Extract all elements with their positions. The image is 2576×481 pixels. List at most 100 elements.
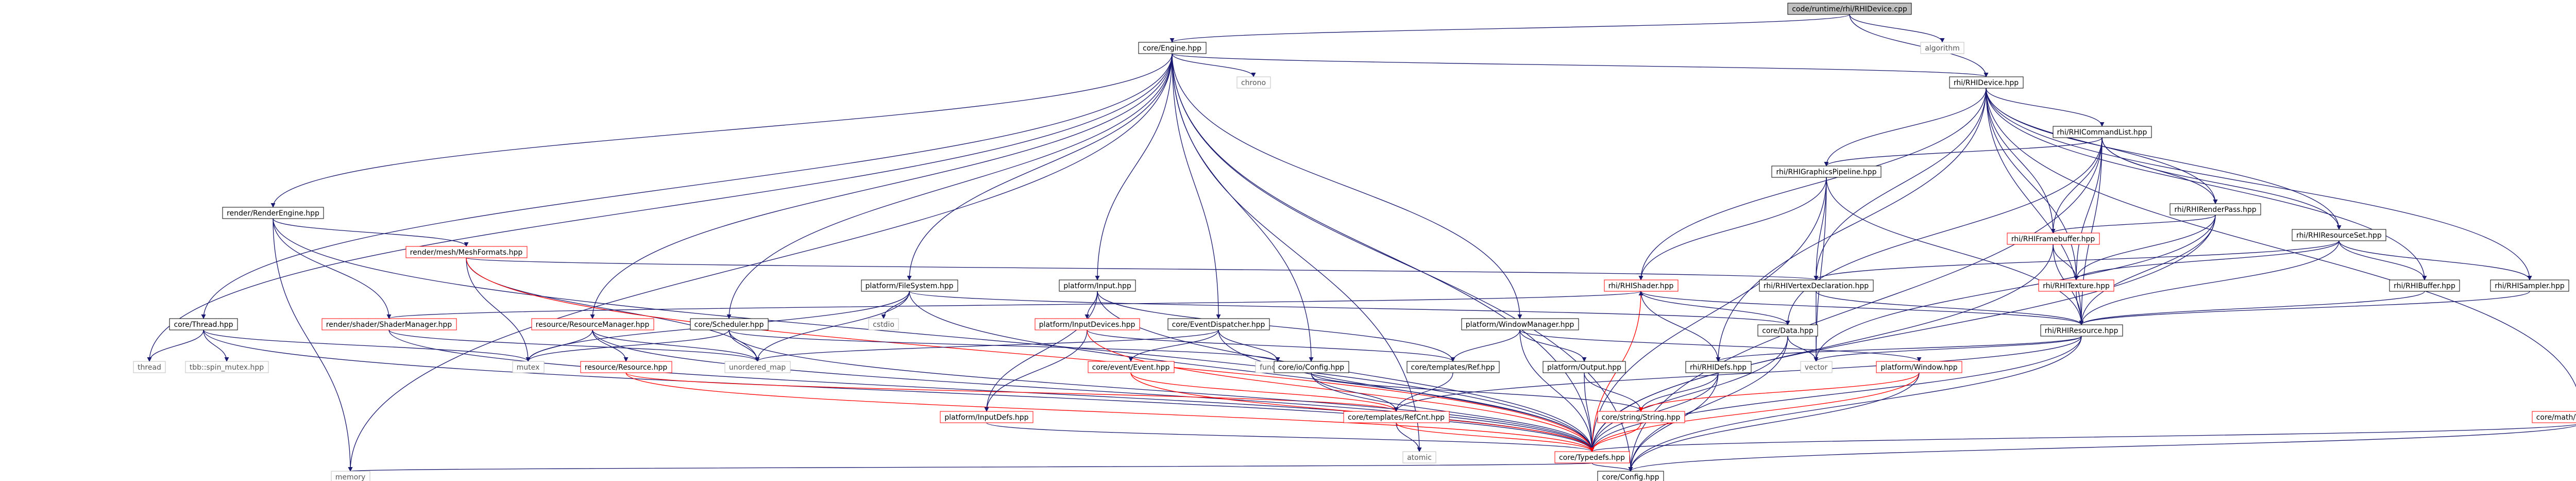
node-label: render/shader/ShaderManager.hpp bbox=[326, 321, 452, 329]
node-label: rhi/RHISampler.hpp bbox=[2495, 282, 2565, 290]
edge-windowmanager-to-window bbox=[1519, 329, 1922, 362]
edge-meshformats-to-vertexdecl bbox=[466, 257, 1818, 280]
node-scheduler[interactable]: core/Scheduler.hpp bbox=[690, 318, 769, 330]
node-label: resource/ResourceManager.hpp bbox=[536, 321, 650, 329]
edge-engine-hpp-to-chrono bbox=[1172, 53, 1256, 77]
node-typedefs[interactable]: core/Typedefs.hpp bbox=[1554, 451, 1630, 463]
edge-resourceset-to-rhisampler bbox=[2338, 240, 2532, 280]
node-refcnt[interactable]: core/templates/RefCnt.hpp bbox=[1343, 411, 1450, 423]
node-label: vector bbox=[1805, 363, 1828, 372]
node-cmdlist[interactable]: rhi/RHICommandList.hpp bbox=[2053, 126, 2152, 138]
node-box bbox=[2040, 324, 2123, 337]
node-rhidefs[interactable]: rhi/RHIDefs.hpp bbox=[1685, 361, 1752, 373]
node-label: core/EventDispatcher.hpp bbox=[1172, 321, 1265, 329]
node-renderengine[interactable]: render/RenderEngine.hpp bbox=[222, 207, 324, 219]
node-box bbox=[169, 318, 238, 330]
edge-renderpass-to-rhitexture bbox=[2074, 214, 2216, 280]
node-inputdefs[interactable]: platform/InputDefs.hpp bbox=[940, 411, 1033, 423]
node-box bbox=[1035, 318, 1140, 330]
node-box bbox=[724, 361, 791, 373]
node-input-hpp[interactable]: platform/Input.hpp bbox=[1059, 279, 1136, 292]
node-box bbox=[1461, 318, 1579, 330]
node-box bbox=[1685, 361, 1752, 373]
edge-rhishader-to-data bbox=[1640, 291, 1790, 325]
edge-resmanager-to-unordered-map bbox=[592, 329, 760, 362]
node-resource[interactable]: resource/Resource.hpp bbox=[580, 361, 672, 373]
node-label: cstdio bbox=[873, 321, 894, 329]
node-vertexdecl[interactable]: rhi/RHIVertexDeclaration.hpp bbox=[1759, 279, 1874, 292]
edge-ioconfig-to-refcnt bbox=[1311, 372, 1399, 412]
node-box bbox=[1543, 361, 1626, 373]
edge-rhidevice-hpp-to-rhishader bbox=[1638, 88, 1987, 280]
edge-scheduler-to-functional bbox=[728, 329, 1280, 362]
edge-thread-hpp-to-typedefs bbox=[203, 329, 1595, 452]
edge-cmdlist-to-framebuffer bbox=[2050, 137, 2103, 234]
node-box bbox=[690, 318, 769, 330]
node-box bbox=[1949, 76, 2024, 89]
edge-thread-hpp-to-mutex bbox=[203, 329, 531, 362]
edge-cmdlist-to-config-hpp bbox=[1628, 137, 2103, 472]
node-box bbox=[1343, 411, 1450, 423]
node-shadermanager[interactable]: render/shader/ShaderManager.hpp bbox=[321, 318, 457, 330]
node-rhisampler[interactable]: rhi/RHISampler.hpp bbox=[2490, 279, 2569, 292]
node-output[interactable]: platform/Output.hpp bbox=[1543, 361, 1626, 373]
node-thread-hpp[interactable]: core/Thread.hpp bbox=[169, 318, 238, 330]
node-string[interactable]: core/string/String.hpp bbox=[1597, 411, 1685, 423]
node-label: rhi/RHIGraphicsPipeline.hpp bbox=[1776, 168, 1876, 176]
node-rhidevice-hpp[interactable]: rhi/RHIDevice.hpp bbox=[1949, 76, 2024, 89]
node-ioconfig[interactable]: core/io/Config.hpp bbox=[1274, 361, 1349, 373]
node-engine-hpp[interactable]: core/Engine.hpp bbox=[1138, 42, 1207, 54]
node-box bbox=[2490, 279, 2569, 292]
node-windowmanager[interactable]: platform/WindowManager.hpp bbox=[1461, 318, 1579, 330]
node-box bbox=[1597, 411, 1685, 423]
node-cstdio: cstdio bbox=[868, 318, 899, 330]
node-box bbox=[1059, 279, 1136, 292]
node-label: core/Data.hpp bbox=[1762, 327, 1814, 335]
edge-engine-hpp-to-scheduler bbox=[726, 53, 1173, 319]
edge-inputdevices-to-typedefs bbox=[1087, 329, 1595, 452]
node-ref[interactable]: core/templates/Ref.hpp bbox=[1406, 361, 1500, 373]
edge-rhiresource-to-rhidefs bbox=[1716, 336, 2082, 362]
node-event[interactable]: core/event/Event.hpp bbox=[1088, 361, 1175, 373]
node-eventdispatcher[interactable]: core/EventDispatcher.hpp bbox=[1167, 318, 1270, 330]
edge-engine-hpp-to-resmanager bbox=[590, 53, 1173, 319]
node-rhiresource[interactable]: rhi/RHIResource.hpp bbox=[2040, 324, 2123, 337]
node-framebuffer[interactable]: rhi/RHIFramebuffer.hpp bbox=[2007, 233, 2100, 245]
node-label: rhi/RHIShader.hpp bbox=[1608, 282, 1674, 290]
node-atomic: atomic bbox=[1402, 451, 1436, 463]
node-box bbox=[940, 411, 1033, 423]
node-label: platform/Window.hpp bbox=[1880, 363, 1957, 372]
node-rhibuffer[interactable]: rhi/RHIBuffer.hpp bbox=[2389, 279, 2460, 292]
edge-rhidefs-to-string bbox=[1638, 372, 1719, 412]
edge-rhitexture-to-rhiresource bbox=[2076, 291, 2084, 325]
node-label: platform/WindowManager.hpp bbox=[1466, 321, 1574, 329]
edge-renderengine-to-meshformats bbox=[273, 218, 469, 247]
edge-thread-hpp-to-thread bbox=[147, 329, 204, 362]
node-renderpass[interactable]: rhi/RHIRenderPass.hpp bbox=[2170, 203, 2261, 215]
edge-vertexdecl-to-rhiresource bbox=[1816, 291, 2084, 325]
node-label: atomic bbox=[1407, 454, 1432, 462]
node-box bbox=[222, 207, 324, 219]
edge-shadermanager-to-rhishader bbox=[388, 291, 1643, 319]
node-box bbox=[185, 361, 269, 373]
node-rhidevice-cpp[interactable]: code/runtime/rhi/RHIDevice.cpp bbox=[1787, 3, 1912, 15]
node-resmanager[interactable]: resource/ResourceManager.hpp bbox=[531, 318, 654, 330]
edge-engine-hpp-to-windowmanager bbox=[1172, 53, 1522, 319]
node-rhitexture[interactable]: rhi/RHITexture.hpp bbox=[2038, 279, 2114, 292]
node-data[interactable]: core/Data.hpp bbox=[1757, 324, 1818, 337]
node-inputdevices[interactable]: platform/InputDevices.hpp bbox=[1035, 318, 1140, 330]
node-meshformats[interactable]: render/mesh/MeshFormats.hpp bbox=[405, 246, 528, 258]
node-resourceset[interactable]: rhi/RHIResourceSet.hpp bbox=[2292, 229, 2386, 241]
edge-engine-hpp-to-renderengine bbox=[270, 53, 1173, 208]
node-config-hpp[interactable]: core/Config.hpp bbox=[1597, 471, 1664, 481]
node-rhishader[interactable]: rhi/RHIShader.hpp bbox=[1604, 279, 1679, 292]
node-tmmath[interactable]: core/math/TMathUtil.hpp bbox=[2532, 411, 2576, 423]
node-gpipeline[interactable]: rhi/RHIGraphicsPipeline.hpp bbox=[1771, 165, 1882, 178]
node-filesystem[interactable]: platform/FileSystem.hpp bbox=[861, 279, 958, 292]
edge-rhidevice-hpp-to-rhisampler bbox=[1986, 88, 2532, 280]
dependency-edges bbox=[147, 14, 2576, 472]
node-window[interactable]: platform/Window.hpp bbox=[1876, 361, 1962, 373]
node-box bbox=[405, 246, 528, 258]
node-box bbox=[1800, 361, 1833, 373]
edge-renderengine-to-shadermanager bbox=[273, 218, 392, 319]
